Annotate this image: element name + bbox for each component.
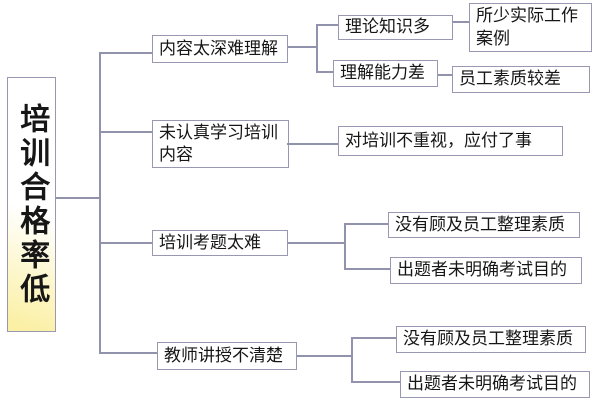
branch3-label: 培训考题太难	[159, 232, 261, 252]
root-label: 培训合格率低	[15, 102, 49, 307]
branch1-child2-label: 理解能力差	[340, 63, 425, 83]
branch3-child2-label: 出题者未明确考试目的	[397, 260, 567, 280]
connector-branch4-out	[297, 355, 353, 357]
connector-branch1	[99, 52, 152, 54]
branch1-grandchild2-label: 员工素质较差	[459, 69, 561, 89]
node-branch1-child2: 理解能力差	[333, 60, 438, 87]
branch1-child1-label: 理论知识多	[345, 17, 430, 37]
node-branch4: 教师讲授不清楚	[157, 342, 297, 370]
connector-branch3-child1	[344, 223, 388, 225]
node-branch4-child2: 出题者未明确考试目的	[400, 371, 590, 398]
node-branch4-child1: 没有顾及员工整理素质	[396, 326, 586, 353]
branch1-grandchild1-label: 所少实际工作 案例	[476, 6, 578, 48]
node-branch1-grandchild1: 所少实际工作 案例	[469, 3, 592, 52]
node-branch1-child1: 理论知识多	[338, 15, 453, 40]
connector-branch3-bracket	[344, 223, 346, 270]
branch3-child1-label: 没有顾及员工整理素质	[395, 214, 565, 234]
node-branch3-child2: 出题者未明确考试目的	[390, 257, 582, 284]
connector-spine	[99, 52, 101, 354]
connector-branch1-grandchild2	[438, 74, 452, 76]
branch2-label: 未认真学习培训 内容	[159, 122, 278, 164]
connector-branch1-out	[288, 46, 318, 48]
connector-branch2-out	[287, 143, 338, 145]
node-branch2-child1: 对培训不重视，应付了事	[338, 126, 563, 156]
branch4-child1-label: 没有顾及员工整理素质	[403, 329, 573, 349]
node-branch3-child1: 没有顾及员工整理素质	[388, 212, 580, 238]
connector-root-to-spine	[56, 197, 100, 199]
connector-branch3	[99, 242, 152, 244]
branch4-child2-label: 出题者未明确考试目的	[407, 374, 577, 394]
node-branch1: 内容太深难理解	[152, 35, 288, 63]
connector-branch3-child2	[344, 268, 390, 270]
node-root: 培训合格率低	[7, 77, 56, 332]
connector-branch3-out	[288, 242, 346, 244]
connector-branch1-grandchild1	[453, 21, 469, 23]
connector-branch4	[99, 352, 157, 354]
connector-branch1-child2	[316, 71, 333, 73]
branch1-label: 内容太深难理解	[159, 38, 278, 58]
node-branch2: 未认真学习培训 内容	[152, 120, 289, 168]
node-branch1-grandchild2: 员工素质较差	[452, 66, 590, 93]
connector-branch2	[99, 131, 152, 133]
connector-branch1-child1	[316, 24, 338, 26]
node-branch3: 培训考题太难	[152, 230, 288, 256]
connector-branch1-bracket	[316, 24, 318, 73]
branch4-label: 教师讲授不清楚	[164, 345, 283, 365]
connector-branch4-bracket	[351, 337, 353, 383]
connector-branch4-child2	[351, 381, 400, 383]
branch2-child1-label: 对培训不重视，应付了事	[345, 130, 532, 150]
connector-branch4-child1	[351, 337, 396, 339]
